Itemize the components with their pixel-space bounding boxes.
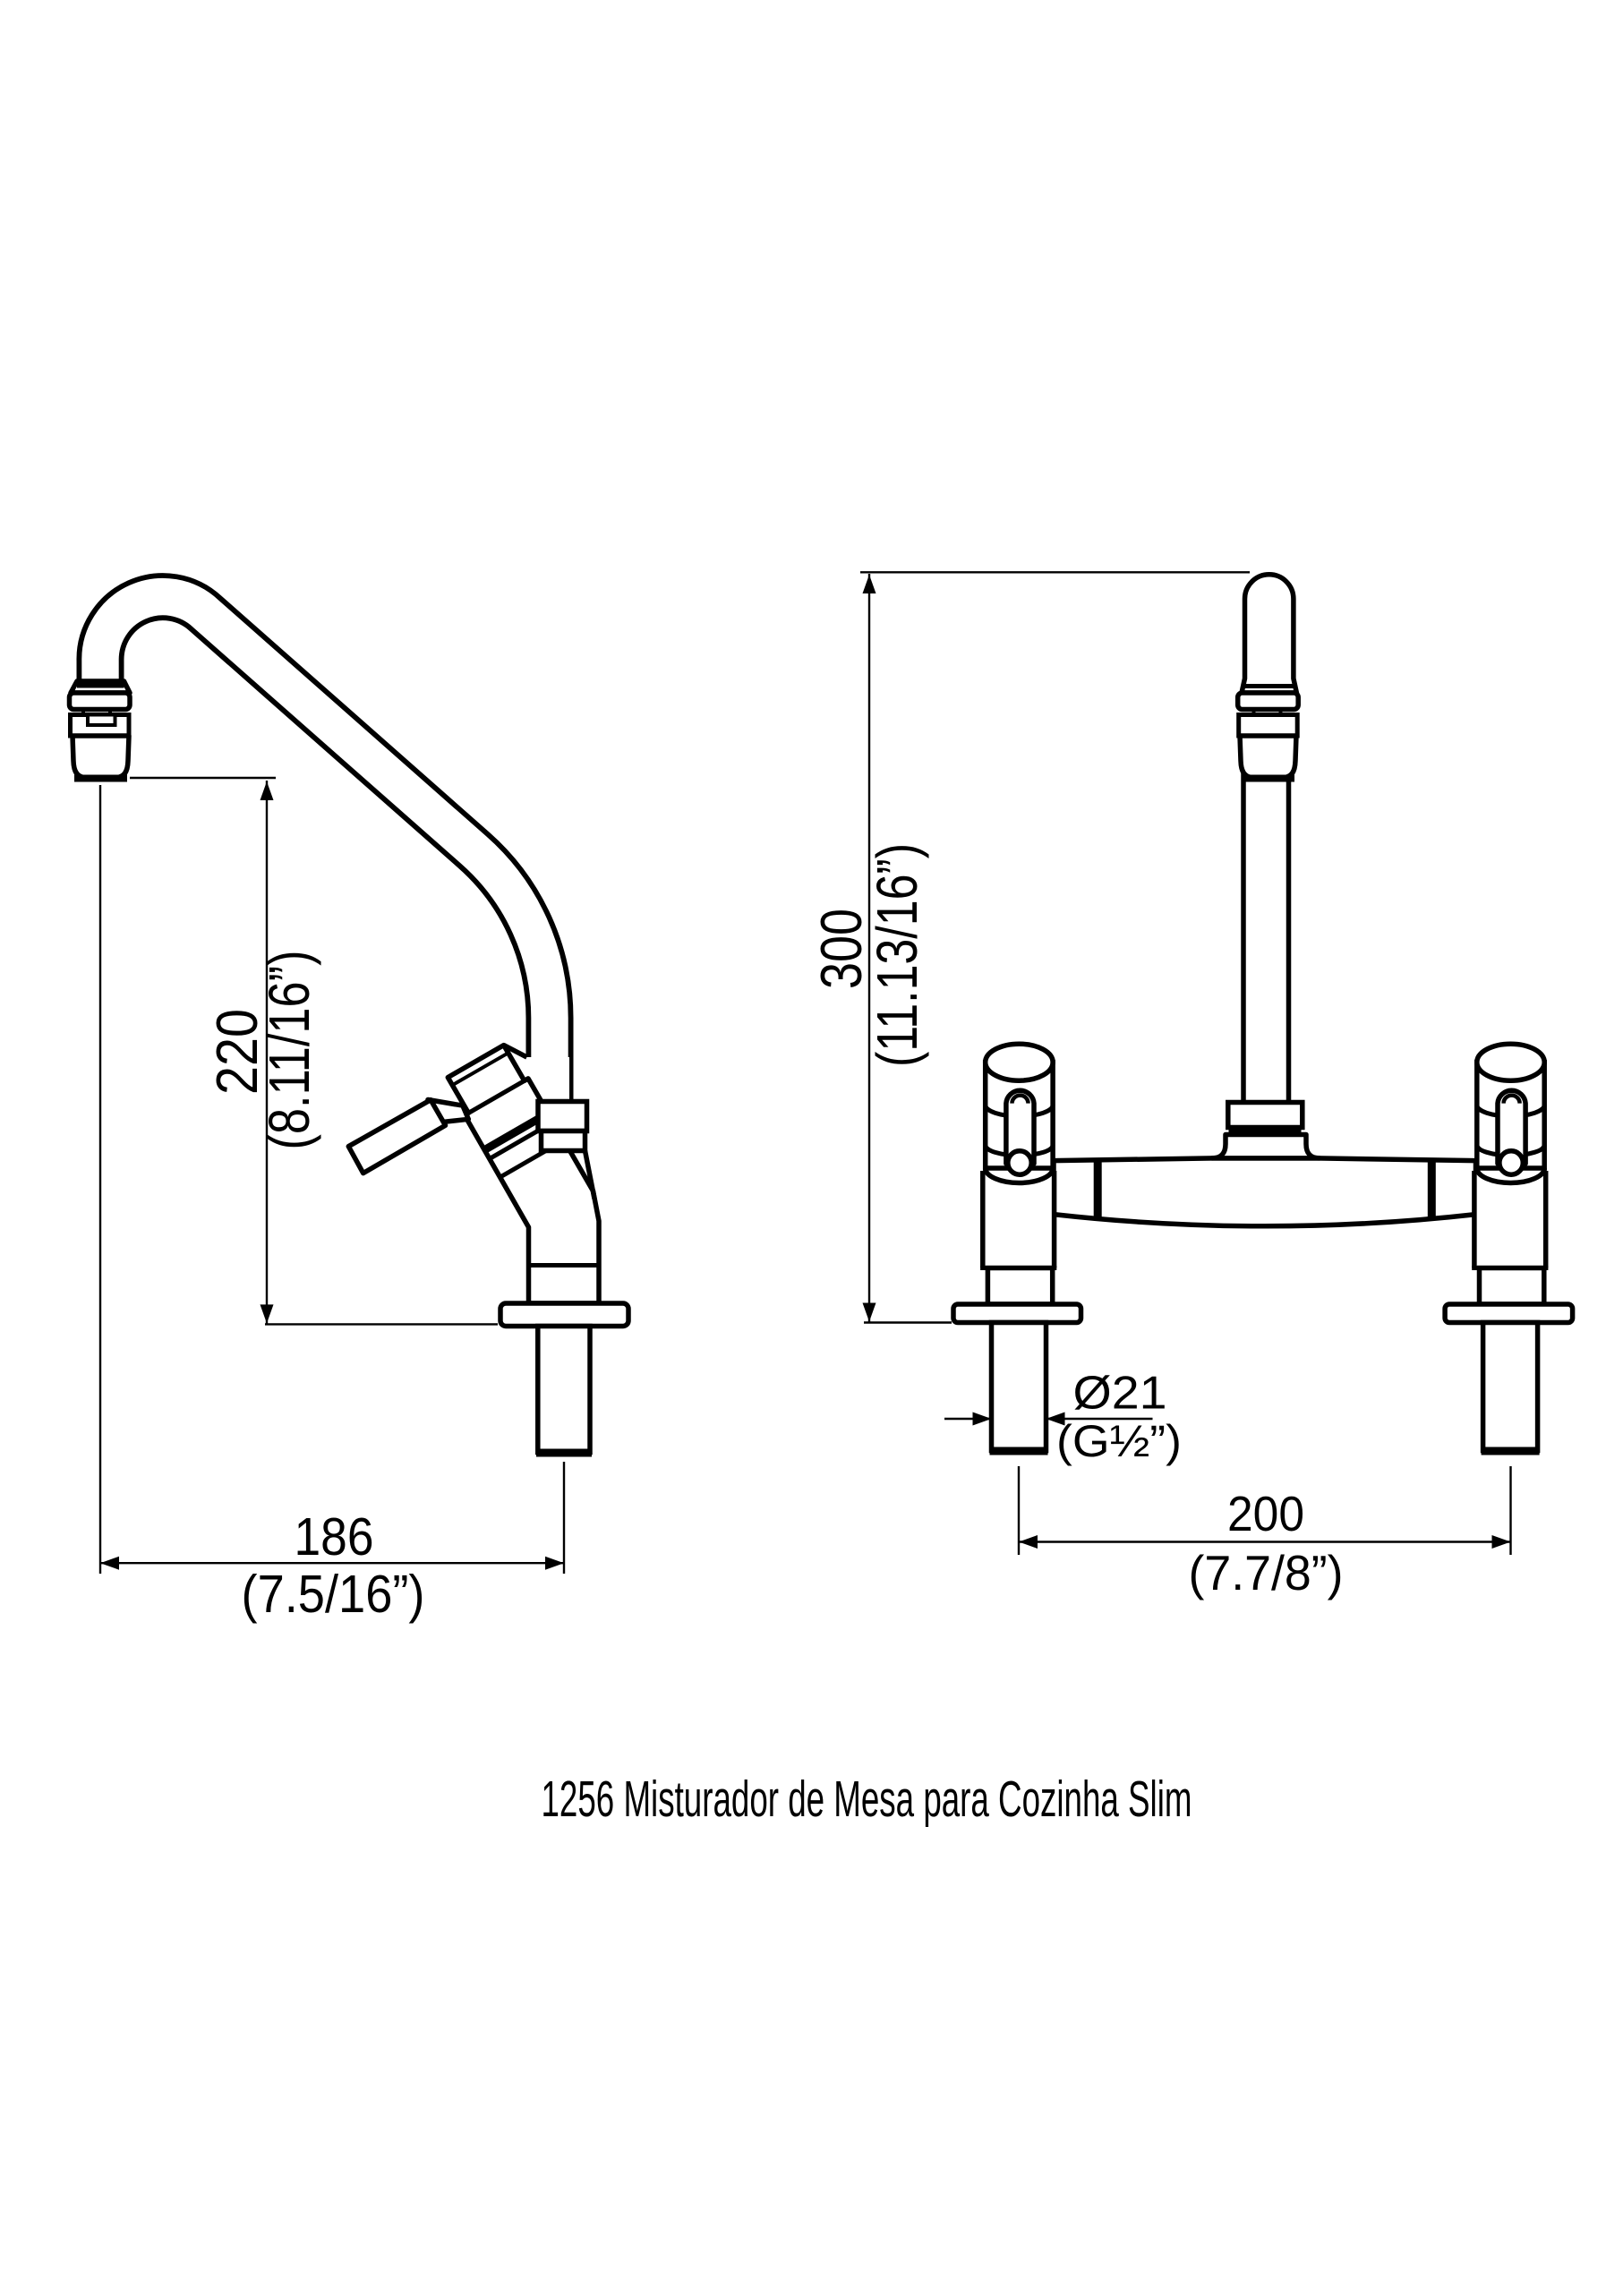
svg-text:220: 220: [204, 1009, 269, 1095]
svg-text:Ø21: Ø21: [1073, 1368, 1167, 1420]
svg-text:(8.11/16”): (8.11/16”): [257, 951, 321, 1150]
svg-text:1256 Misturador de Mesa para C: 1256 Misturador de Mesa para Cozinha Sli…: [542, 1771, 1192, 1828]
svg-text:(7.7/8”): (7.7/8”): [1189, 1545, 1344, 1600]
svg-text:(11.13/16”): (11.13/16”): [865, 843, 929, 1067]
svg-text:(G½”): (G½”): [1056, 1416, 1182, 1466]
svg-text:186: 186: [295, 1507, 374, 1566]
svg-text:(7.5/16”): (7.5/16”): [242, 1565, 425, 1624]
svg-text:200: 200: [1227, 1486, 1304, 1541]
svg-text:300: 300: [808, 909, 874, 989]
